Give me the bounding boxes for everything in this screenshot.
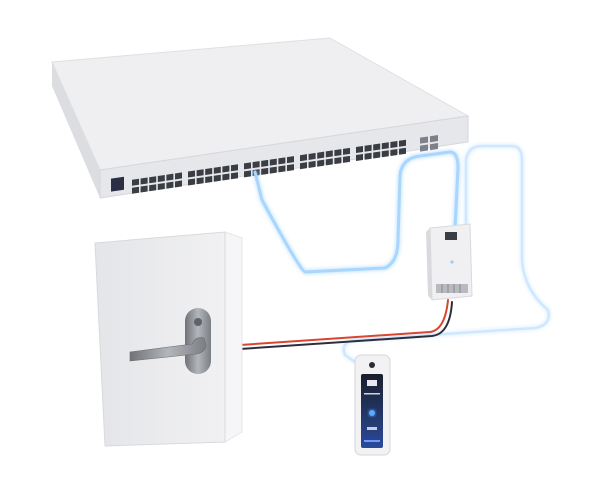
lock-cylinder bbox=[194, 318, 202, 326]
data-cable-switch-to-hub bbox=[253, 150, 460, 274]
switch-port bbox=[269, 166, 277, 174]
switch-port bbox=[205, 168, 213, 176]
switch-port bbox=[175, 172, 182, 180]
switch-port bbox=[334, 157, 342, 165]
switch-port bbox=[381, 150, 389, 158]
switch-port bbox=[252, 161, 260, 169]
switch-sfp-port bbox=[430, 135, 438, 143]
switch-port bbox=[364, 144, 372, 152]
reader-nfc-icon bbox=[369, 410, 375, 416]
switch-port bbox=[157, 174, 165, 182]
switch-port bbox=[213, 166, 221, 174]
hub-terminal-block bbox=[436, 284, 468, 293]
switch-front-face bbox=[99, 115, 469, 199]
network-switch bbox=[51, 37, 470, 199]
switch-port bbox=[300, 162, 307, 170]
door-side bbox=[224, 231, 243, 443]
switch-port bbox=[140, 177, 148, 185]
switch-port bbox=[244, 162, 251, 170]
cables bbox=[239, 144, 550, 364]
switch-port bbox=[308, 152, 316, 160]
power-cable-black bbox=[239, 301, 453, 350]
switch-port bbox=[175, 180, 182, 188]
switch-port bbox=[231, 172, 238, 180]
switch-port bbox=[317, 159, 325, 167]
access-reader bbox=[354, 354, 391, 456]
hub-status-led bbox=[450, 260, 454, 264]
switch-port bbox=[149, 184, 157, 192]
switch-port bbox=[149, 176, 157, 184]
switch-port bbox=[334, 149, 342, 157]
switch-port bbox=[399, 139, 406, 147]
switch-port bbox=[166, 181, 174, 189]
switch-port bbox=[287, 164, 294, 172]
switch-port bbox=[166, 173, 174, 181]
switch-port bbox=[188, 178, 195, 186]
switch-port bbox=[287, 156, 294, 164]
switch-port bbox=[205, 176, 213, 184]
switch-port bbox=[222, 173, 230, 181]
switch-port bbox=[373, 151, 381, 159]
reader-text-line bbox=[364, 393, 380, 395]
switch-port bbox=[157, 182, 165, 190]
door-lock-handle bbox=[129, 308, 211, 374]
switch-port bbox=[132, 178, 139, 186]
switch-port bbox=[213, 174, 221, 182]
switch-port bbox=[132, 186, 139, 194]
door bbox=[94, 231, 243, 447]
door-front bbox=[94, 231, 226, 447]
switch-port bbox=[356, 146, 363, 154]
switch-port bbox=[196, 177, 204, 185]
switch-port bbox=[343, 155, 350, 163]
hub-side bbox=[426, 228, 432, 300]
switch-port bbox=[356, 154, 363, 162]
switch-sfp-port bbox=[420, 144, 428, 152]
power-cable-red bbox=[239, 299, 449, 346]
switch-port bbox=[373, 143, 381, 151]
reader-logo-icon bbox=[367, 380, 377, 386]
switch-display-icon bbox=[111, 176, 124, 192]
switch-port bbox=[325, 158, 333, 166]
switch-port bbox=[300, 154, 307, 162]
switch-port bbox=[261, 159, 269, 167]
switch-port bbox=[343, 147, 350, 155]
switch-port bbox=[390, 148, 398, 157]
switch-port bbox=[364, 152, 372, 160]
switch-port bbox=[261, 167, 269, 175]
switch-port bbox=[325, 150, 333, 158]
switch-port bbox=[188, 170, 195, 178]
switch-port bbox=[222, 165, 230, 173]
switch-ports bbox=[132, 135, 438, 194]
switch-port bbox=[231, 164, 238, 172]
switch-port bbox=[390, 140, 398, 149]
switch-port bbox=[399, 147, 406, 155]
hub-ethernet-port bbox=[445, 232, 457, 240]
switch-left-side bbox=[52, 62, 100, 198]
switch-port bbox=[381, 142, 389, 150]
lever-handle bbox=[129, 337, 207, 362]
switch-sfp-port bbox=[430, 143, 438, 151]
reader-button bbox=[367, 427, 377, 430]
switch-port bbox=[269, 158, 277, 166]
switch-port bbox=[278, 157, 286, 165]
switch-port bbox=[244, 170, 251, 178]
switch-port bbox=[140, 185, 148, 193]
access-hub bbox=[426, 223, 473, 301]
reader-camera bbox=[369, 362, 375, 368]
switch-sfp-port bbox=[420, 136, 428, 144]
reader-bottom-bar bbox=[364, 440, 380, 442]
switch-port bbox=[317, 151, 325, 159]
switch-port bbox=[196, 169, 204, 177]
switch-port bbox=[308, 160, 316, 168]
switch-port bbox=[278, 165, 286, 173]
